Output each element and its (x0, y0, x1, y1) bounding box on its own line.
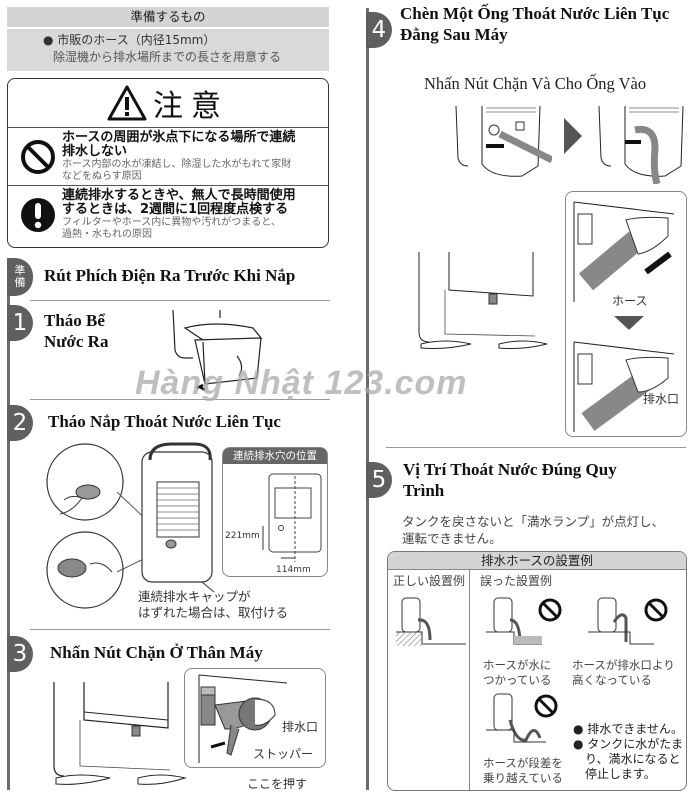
caution-title: 注意 (153, 89, 229, 124)
arrow-right-icon (564, 118, 582, 154)
dimension-width: 114mm (276, 565, 311, 575)
exclamation-icon (21, 198, 55, 232)
step-4-subtitle: Nhấn Nút Chặn Và Cho Ống Vào (424, 74, 647, 93)
wrong-case-1-caption: ホースが水につかっている (483, 658, 552, 687)
divider (30, 399, 330, 400)
step-3-title: Nhấn Nút Chặn Ở Thân Máy (50, 643, 263, 662)
watermark: Hàng Nhật 123.com (135, 364, 468, 402)
wrong-hose-in-water-illustration (486, 597, 562, 645)
caution-header: 注意 (8, 79, 328, 128)
table-title: 排水ホースの設置例 (388, 552, 686, 570)
step-spine (366, 8, 369, 790)
drain-cap-illustration (46, 442, 215, 609)
divider (30, 300, 330, 301)
tank-removal-illustration (172, 310, 263, 392)
drain-outlet-label: 排水口 (282, 720, 319, 734)
step-marker-1: 1 (7, 305, 33, 341)
caution-note-text: フィルターやホース内に異物や汚れがつまると、 (62, 217, 281, 228)
inset-title: 連続排水穴の位置 (223, 448, 327, 464)
caution-main-text: ホースの周囲が氷点下になる場所で連続 (62, 130, 296, 145)
result-bullets: ● 排水できません。 ● タンクに水がたま り、満水になると 停止します。 (573, 722, 683, 781)
wrong-case-3-caption: ホースが段差を乗り越えている (483, 756, 563, 785)
hose-connection-overview-illustration (418, 252, 548, 349)
wrong-hose-over-step-illustration (486, 693, 558, 743)
step-marker-4: 4 (366, 12, 392, 48)
hose-connection-detail-inset (565, 191, 687, 437)
prohibition-icon (21, 140, 55, 174)
stopper-label: ストッパー (253, 747, 314, 761)
caution-main-text: 排水しない (62, 144, 128, 159)
caution-note-text: などをぬらす原因 (62, 171, 142, 182)
preparation-header: 準備するもの (7, 7, 329, 27)
step-marker-prep: 準備 (7, 258, 33, 296)
wrong-case-2-caption: ホースが排水口より高くなっている (572, 658, 675, 687)
preparation-item: ● 市販のホース（内径15mm） (43, 33, 216, 47)
caution-main-text: するときは、2週間に1回程度点検する (62, 202, 289, 217)
divider (386, 447, 686, 448)
correct-installation-illustration (396, 597, 466, 646)
insert-hose-after-illustration (598, 105, 684, 184)
step-prep-title: Rút Phích Điện Ra Trước Khi Nắp (44, 266, 296, 285)
caution-main-text: 連続排水するときや、無人で長時間使用 (62, 188, 296, 203)
caution-item: ホースの周囲が氷点下になる場所で連続 排水しない ホース内部の水が凍結し、除湿し… (8, 128, 328, 186)
step-marker-5: 5 (366, 462, 392, 498)
step-2-title: Tháo Nắp Thoát Nước Liên Tục (48, 412, 281, 431)
caution-item: 連続排水するときや、無人で長時間使用 するときは、2週間に1回程度点検する フィ… (8, 186, 328, 246)
dimension-height: 221mm (225, 531, 260, 541)
caution-note-text: 過熱・水もれの原因 (62, 229, 152, 240)
stopper-detail-inset (184, 668, 326, 768)
caution-box: 注意 ホースの周囲が氷点下になる場所で連続 排水しない ホース内部の水が凍結し、… (7, 78, 329, 248)
step-marker-2: 2 (7, 405, 33, 441)
caution-note-text: ホース内部の水が凍結し、除湿した水がもれて家財 (62, 159, 292, 170)
correct-label: 正しい設置例 (393, 574, 466, 588)
wrong-label: 誤った設置例 (480, 574, 553, 588)
divider (30, 629, 330, 630)
step-spine (7, 258, 10, 790)
drain-hose-examples-table: 排水ホースの設置例 正しい設置例 誤った設置例 ホースが水につかっている ホース… (387, 551, 687, 791)
warning-triangle-icon (107, 85, 147, 121)
drain-outlet-label: 排水口 (643, 392, 680, 406)
hose-connection-detail-illustration (573, 201, 675, 432)
insert-hose-before-illustration (455, 105, 552, 177)
step-5-note: タンクを戻さないと「満水ランプ」が点灯し、運転できません。 (402, 514, 665, 546)
step-marker-3: 3 (7, 636, 33, 672)
correct-column: 正しい設置例 (388, 570, 470, 790)
stopper-overview-illustration (53, 682, 187, 785)
preparation-body: ● 市販のホース（内径15mm） 除湿機から排水場所までの長さを用意する (7, 29, 329, 71)
push-here-label: ここを押す (247, 777, 308, 791)
step-2-caption: 連続排水キャップがはずれた場合は、取付ける (138, 589, 289, 620)
preparation-note: 除湿機から排水場所までの長さを用意する (53, 50, 282, 64)
hose-label: ホース (612, 294, 648, 308)
dimension-diagram (262, 473, 322, 562)
drain-hole-position-inset: 連続排水穴の位置 (222, 447, 328, 577)
wrong-hose-above-outlet-illustration (588, 597, 668, 645)
stopper-detail-illustration (198, 674, 288, 763)
